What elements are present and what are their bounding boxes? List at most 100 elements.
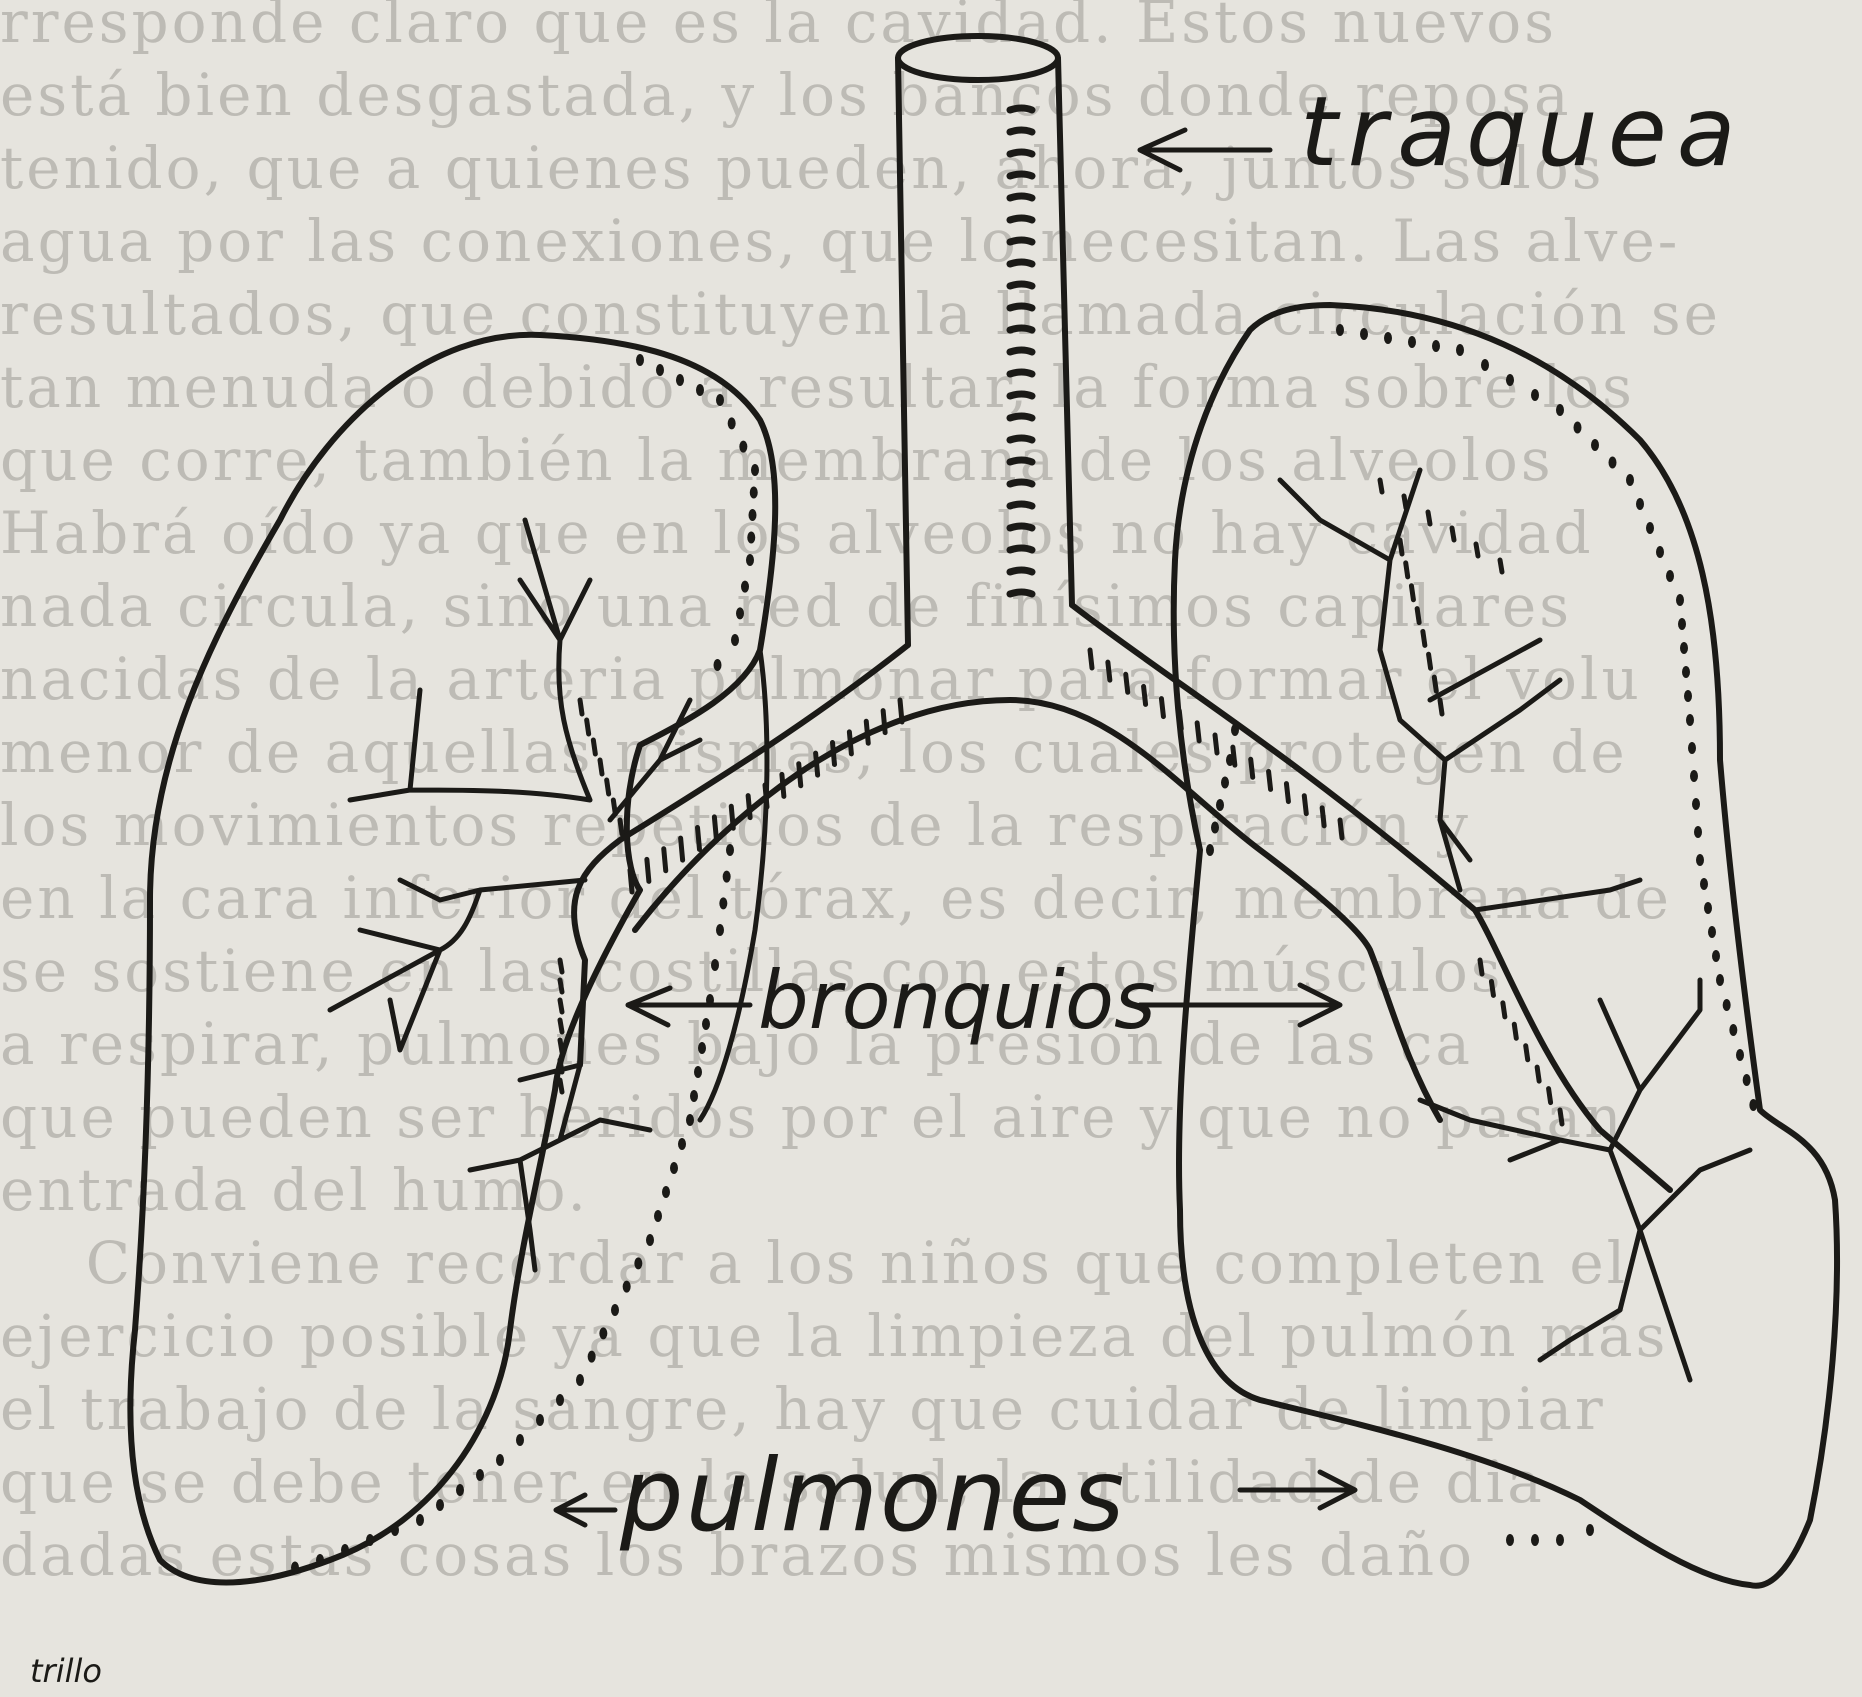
pleura-dot xyxy=(711,959,719,971)
pleura-dot xyxy=(1211,822,1219,834)
pleura-dot xyxy=(1384,332,1392,344)
pleura-dot xyxy=(1694,826,1702,838)
trachea-ring-mark xyxy=(1010,504,1032,506)
pleura-dot xyxy=(1712,950,1720,962)
bronchus-ring-mark xyxy=(560,1080,562,1092)
bronchus-ring-mark xyxy=(1126,674,1128,692)
pleura-dot xyxy=(623,1281,631,1293)
bronchus-ring-mark xyxy=(1476,544,1478,556)
bronchus-ring-mark xyxy=(1491,981,1493,995)
pleura-dot xyxy=(676,374,684,386)
pleura-dot xyxy=(1456,344,1464,356)
pleura-dot xyxy=(1531,1534,1539,1546)
pleura-dot xyxy=(588,1351,596,1363)
pleura-dot xyxy=(1743,1074,1751,1086)
pleura-dot xyxy=(1692,798,1700,810)
pleura-dot xyxy=(1684,690,1692,702)
bronchus-ring-mark xyxy=(748,796,750,818)
bronchus-ring-mark xyxy=(1417,609,1419,623)
trachea-ring-mark xyxy=(1010,240,1032,242)
pleura-dot xyxy=(341,1544,349,1556)
bronchus-ring-mark xyxy=(1411,586,1413,600)
pleura-dot xyxy=(1636,498,1644,510)
bronchus-ring-mark xyxy=(1144,686,1146,704)
pleura-dot xyxy=(654,1210,662,1222)
pleura-dot xyxy=(736,607,744,619)
pleura-dot xyxy=(1216,799,1224,811)
trachea-ring-mark xyxy=(1010,262,1032,264)
bronchus-ring-mark xyxy=(1108,662,1110,680)
pleura-dot xyxy=(1736,1049,1744,1061)
bronchus-ring-mark xyxy=(782,774,784,796)
pleura-dot xyxy=(1676,594,1684,606)
pleura-dot xyxy=(1226,754,1234,766)
bronchus-ring-mark xyxy=(1423,631,1425,645)
trachea-top-opening xyxy=(898,36,1058,80)
bronchi-label: bronquios xyxy=(758,954,1156,1047)
bronchus-ring-mark xyxy=(1404,496,1406,508)
pleura-dot xyxy=(728,417,736,429)
pleura-dot xyxy=(716,394,724,406)
bronchus-ring-mark xyxy=(1286,784,1288,802)
pleura-dot xyxy=(686,1114,694,1126)
pleura-dot xyxy=(1708,926,1716,938)
pleura-dot xyxy=(536,1414,544,1426)
pleura-dot xyxy=(1574,422,1582,434)
pleura-dot xyxy=(751,464,759,476)
bronchus-ring-mark xyxy=(1322,808,1324,826)
trachea-ring-mark xyxy=(1010,460,1032,462)
pleura-dot xyxy=(556,1394,564,1406)
pleura-dot xyxy=(391,1524,399,1536)
pleura-dot xyxy=(670,1162,678,1174)
pleura-dot xyxy=(1586,1524,1594,1536)
pleura-dot xyxy=(747,532,755,544)
pleura-dot xyxy=(656,364,664,376)
pleura-dot xyxy=(750,487,758,499)
trachea-ring-mark xyxy=(1010,482,1032,484)
trachea-ring-mark xyxy=(1010,438,1032,440)
bronchus-ring-mark xyxy=(1428,512,1430,524)
lungs-left-arrow xyxy=(556,1495,615,1525)
bronchus-ring-mark xyxy=(560,980,562,992)
pleura-dot xyxy=(1666,570,1674,582)
bronchus-ring-mark xyxy=(630,870,632,892)
trachea-ring-mark xyxy=(1010,284,1032,286)
trachea-arrow xyxy=(1140,130,1270,170)
pleura-dot xyxy=(1506,374,1514,386)
pleura-dot xyxy=(1678,618,1686,630)
trachea-cartilage-rings xyxy=(1010,108,1032,594)
pleura-dot xyxy=(611,1304,619,1316)
trachea-ring-mark xyxy=(1010,328,1032,330)
bronchus-ring-mark xyxy=(1251,759,1253,777)
bronchus-ring-mark xyxy=(833,743,835,765)
pleura-dot xyxy=(746,554,754,566)
pleura-dot xyxy=(698,1042,706,1054)
pleura-dot xyxy=(1408,336,1416,348)
trachea-tube xyxy=(898,58,1072,645)
pleura-dot xyxy=(636,354,644,366)
bronchus-ring-mark xyxy=(1215,735,1217,753)
bronchus-ring-mark xyxy=(900,700,902,722)
pleura-dot xyxy=(741,581,749,593)
pleura-dot xyxy=(662,1186,670,1198)
bronchus-ring-mark xyxy=(1560,1110,1562,1124)
pleura-dot xyxy=(726,844,734,856)
bronchus-ring-mark xyxy=(1452,528,1454,540)
bronchus-ring-mark xyxy=(560,960,562,972)
pleura-dot xyxy=(1432,340,1440,352)
pleura-dot xyxy=(1360,328,1368,340)
pleura-dot xyxy=(366,1534,374,1546)
pleura-dot xyxy=(694,1066,702,1078)
pleura-dot xyxy=(716,924,724,936)
pleura-dot xyxy=(1231,724,1239,736)
pleura-dot xyxy=(1680,642,1688,654)
pleura-dot xyxy=(1646,522,1654,534)
bronchi-right-arrow xyxy=(1140,985,1340,1025)
trachea-ring-mark xyxy=(1010,350,1032,352)
trachea-ring-mark xyxy=(1010,548,1032,550)
bronchus-ring-mark xyxy=(1197,723,1199,741)
trachea-ring-mark xyxy=(1010,526,1032,528)
bronchus-ring-mark xyxy=(1500,560,1502,572)
pleura-dot xyxy=(749,509,757,521)
trachea-ring-mark xyxy=(1010,130,1032,132)
